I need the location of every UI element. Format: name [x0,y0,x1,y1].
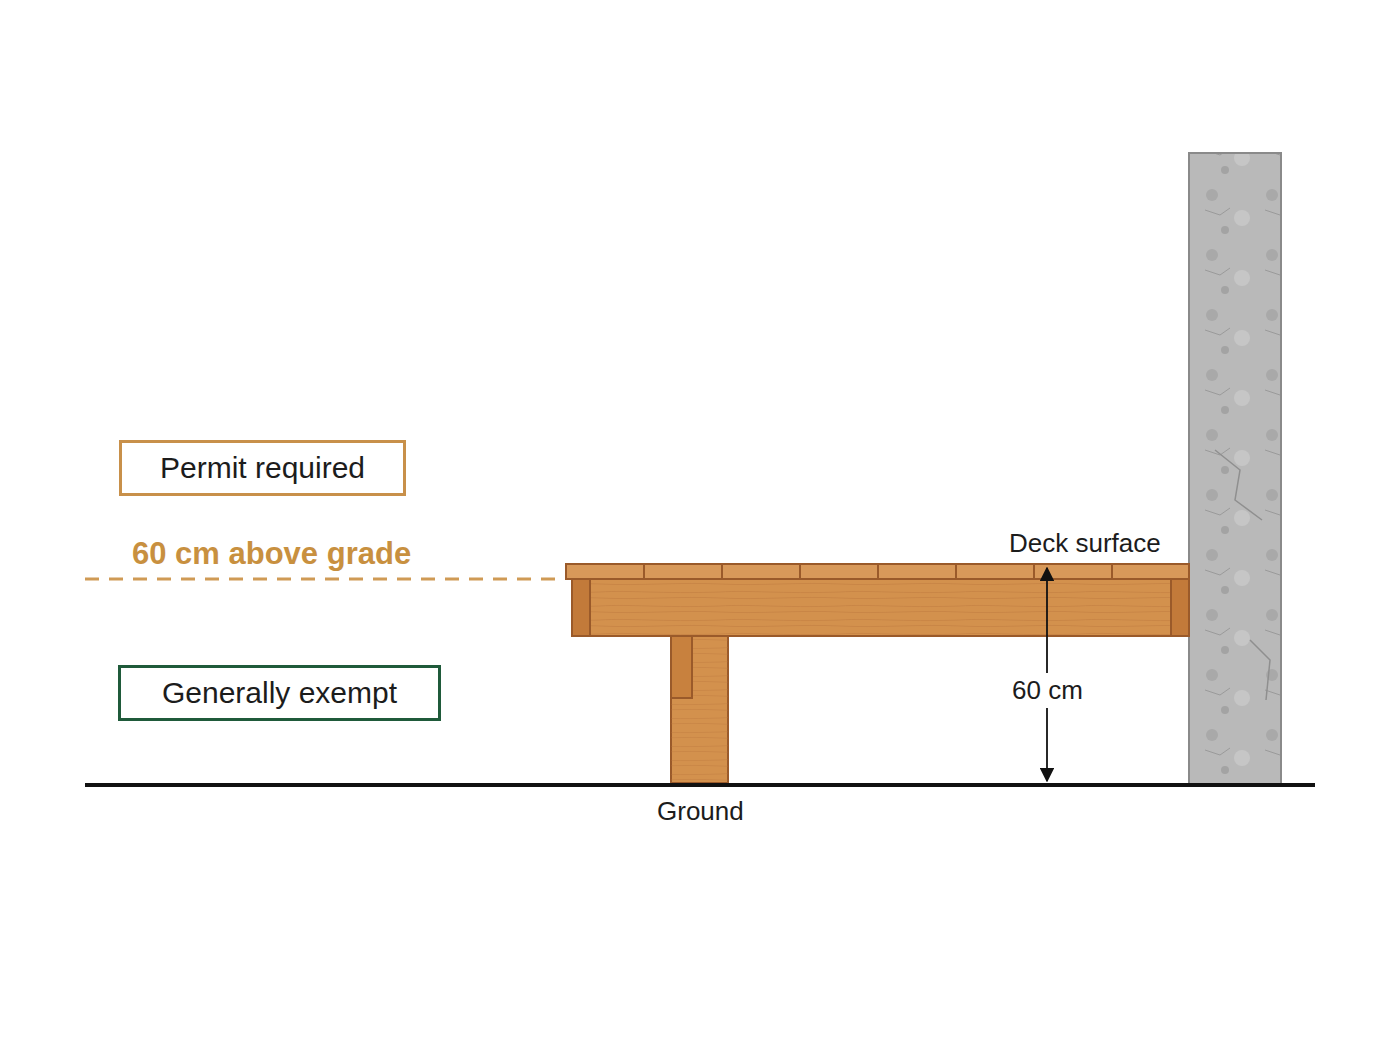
dimension-label: 60 cm [1009,673,1086,708]
box-label: Permit required [160,451,365,485]
joist-end [1171,579,1189,636]
threshold-line [85,578,560,581]
deck-boards [566,564,1189,579]
wall-crack [1215,450,1270,700]
board-joint [1111,564,1113,579]
ground-label: Ground [657,796,744,827]
threshold-label: 60 cm above grade [132,536,411,572]
ground-line [85,783,1315,787]
deck-post [671,636,728,783]
exempt-box: Generally exempt [118,665,441,721]
board-joint [721,564,723,579]
board-joint [799,564,801,579]
board-joint [877,564,879,579]
concrete-wall [1189,153,1281,785]
board-joint [955,564,957,579]
joist-end [572,579,590,636]
post-bracket [671,636,692,698]
board-joint [643,564,645,579]
deck-surface-label: Deck surface [1009,528,1161,559]
deck-joist [572,579,1189,636]
board-joint [1033,564,1035,579]
permit-box: Permit required [119,440,406,496]
box-label: Generally exempt [162,676,397,710]
